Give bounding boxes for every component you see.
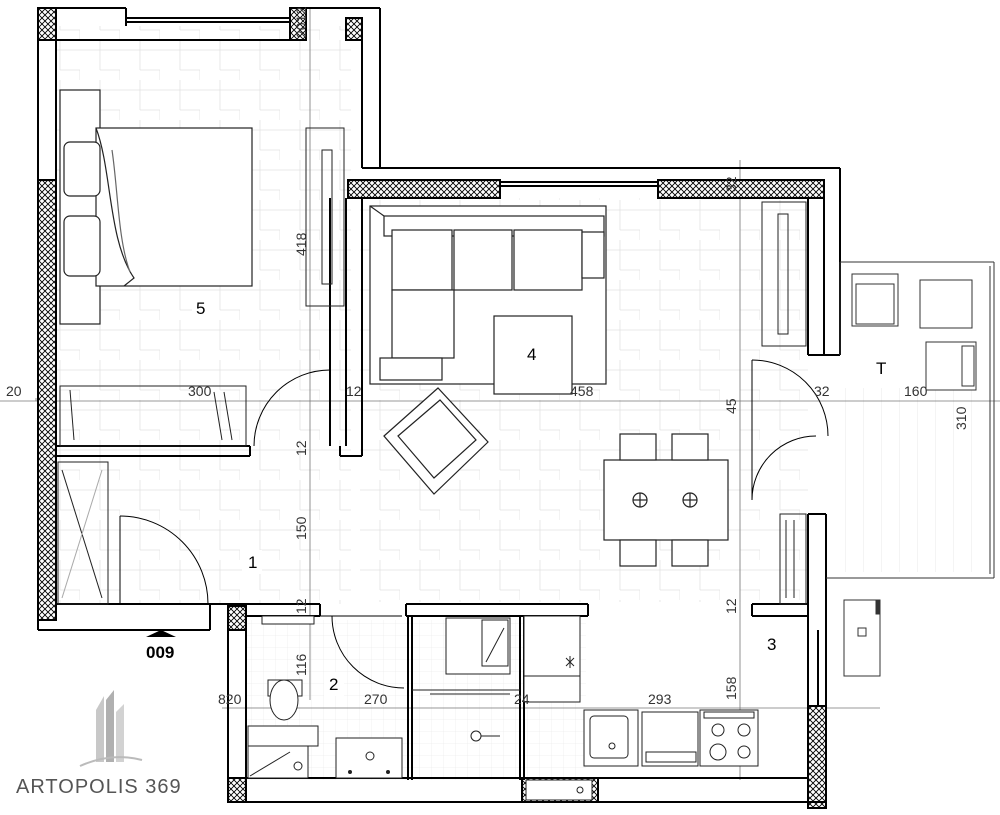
dim-32-b: 32 xyxy=(723,176,739,192)
dim-32-a: 32 xyxy=(814,383,830,399)
dim-820: 820 xyxy=(218,691,242,707)
entry-label: 009 xyxy=(146,643,174,662)
doors xyxy=(119,359,829,689)
room-label-2: 2 xyxy=(329,675,338,694)
dim-300: 300 xyxy=(188,383,212,399)
dim-160: 160 xyxy=(904,383,928,399)
tv-unit xyxy=(761,201,807,347)
bed xyxy=(59,89,253,325)
room-label-4: 4 xyxy=(527,345,536,364)
dim-2012: 2012 xyxy=(293,7,309,38)
living-radiator xyxy=(779,513,807,605)
room-label-1: 1 xyxy=(248,553,257,572)
armchair xyxy=(383,387,489,495)
dim-150: 150 xyxy=(293,516,309,540)
outdoor-unit xyxy=(843,599,881,677)
dim-116: 116 xyxy=(293,653,309,676)
dim-293: 293 xyxy=(648,691,672,707)
dim-20: 20 xyxy=(6,383,22,399)
dining-set xyxy=(603,433,729,567)
dim-12-a: 12 xyxy=(346,383,362,399)
walls xyxy=(37,7,841,809)
kitchen-fixtures xyxy=(523,615,759,801)
dim-24: 24 xyxy=(514,691,530,707)
dimension-lines xyxy=(0,8,1000,780)
dim-12-b: 12 xyxy=(293,440,309,456)
room-labels: 5 4 1 2 3 T xyxy=(192,296,894,696)
dimension-labels: 20 300 12 458 32 160 45 310 418 12 150 1… xyxy=(6,7,969,707)
brand-name: ARTOPOLIS 369 xyxy=(16,776,182,798)
dim-418: 418 xyxy=(293,232,309,256)
dim-158: 158 xyxy=(723,676,739,700)
dim-270: 270 xyxy=(364,691,388,707)
dim-45: 45 xyxy=(723,398,739,414)
terrace xyxy=(826,261,995,579)
dim-12-c: 12 xyxy=(293,598,309,614)
dim-12-d: 12 xyxy=(723,598,739,614)
bedroom-wardrobe xyxy=(59,127,345,447)
room-label-5: 5 xyxy=(196,299,205,318)
room-label-3: 3 xyxy=(767,635,776,654)
brand-logo-icon xyxy=(79,690,143,767)
entry-marker: 009 xyxy=(146,630,176,662)
dim-458: 458 xyxy=(570,383,594,399)
bathroom-fixtures xyxy=(247,615,520,779)
hall-wardrobe xyxy=(57,461,109,605)
dim-310: 310 xyxy=(953,406,969,430)
room-label-terrace: T xyxy=(876,359,886,378)
